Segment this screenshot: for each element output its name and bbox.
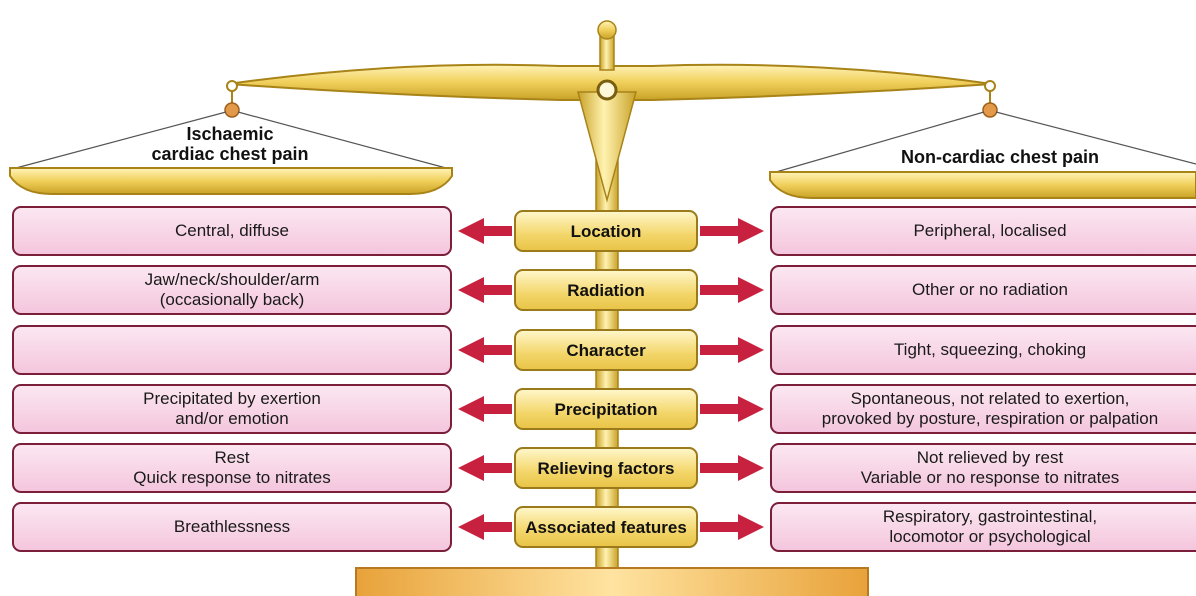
- category-label: Location: [514, 210, 698, 252]
- category-label: Relieving factors: [514, 447, 698, 489]
- ischaemic-feature-box: Jaw/neck/shoulder/arm (occasionally back…: [12, 265, 452, 315]
- right-arrow-icon: [700, 514, 764, 540]
- left-arrow-icon: [458, 277, 512, 303]
- left-heading: Ischaemic cardiac chest pain: [151, 124, 309, 164]
- ischaemic-feature-box: Central, diffuse: [12, 206, 452, 256]
- non-cardiac-feature-box: Tight, squeezing, choking: [770, 325, 1196, 375]
- ischaemic-feature-box: Precipitated by exertion and/or emotion: [12, 384, 452, 434]
- scale-base: [355, 567, 869, 596]
- non-cardiac-feature-box: Spontaneous, not related to exertion, pr…: [770, 384, 1196, 434]
- non-cardiac-feature-text: Not relieved by rest Variable or no resp…: [860, 448, 1120, 487]
- non-cardiac-feature-text: Spontaneous, not related to exertion, pr…: [821, 389, 1159, 428]
- non-cardiac-feature-box: Not relieved by rest Variable or no resp…: [770, 443, 1196, 493]
- ischaemic-feature-text: Central, diffuse: [174, 221, 290, 240]
- non-cardiac-feature-text: Peripheral, localised: [913, 221, 1067, 240]
- right-arrow-icon: [700, 218, 764, 244]
- left-arrow-icon: [458, 455, 512, 481]
- right-pan: [769, 171, 1196, 199]
- category-label: Precipitation: [514, 388, 698, 430]
- ischaemic-feature-text: Breathlessness: [173, 517, 291, 536]
- left-pan: [9, 167, 453, 195]
- right-arrow-icon: [700, 277, 764, 303]
- left-arrow-icon: [458, 218, 512, 244]
- ischaemic-feature-box: Rest Quick response to nitrates: [12, 443, 452, 493]
- category-label: Character: [514, 329, 698, 371]
- ischaemic-feature-text: Rest Quick response to nitrates: [133, 448, 331, 487]
- category-label: Associated features: [514, 506, 698, 548]
- category-label: Radiation: [514, 269, 698, 311]
- right-arrow-icon: [700, 455, 764, 481]
- ischaemic-feature-box: [12, 325, 452, 375]
- scale-pointer: [577, 91, 637, 203]
- non-cardiac-feature-text: Other or no radiation: [912, 280, 1068, 299]
- right-heading: Non-cardiac chest pain: [900, 147, 1100, 167]
- left-arrow-icon: [458, 396, 512, 422]
- ischaemic-feature-text: Jaw/neck/shoulder/arm (occasionally back…: [144, 270, 320, 309]
- arrows-group: [458, 218, 764, 540]
- non-cardiac-feature-box: Peripheral, localised: [770, 206, 1196, 256]
- right-arrow-icon: [700, 396, 764, 422]
- left-arrow-icon: [458, 514, 512, 540]
- left-arrow-icon: [458, 337, 512, 363]
- non-cardiac-feature-box: Other or no radiation: [770, 265, 1196, 315]
- ischaemic-feature-box: Breathlessness: [12, 502, 452, 552]
- non-cardiac-feature-text: Respiratory, gastrointestinal, locomotor…: [882, 507, 1098, 546]
- scale-pivot: [596, 79, 618, 101]
- right-arrow-icon: [700, 337, 764, 363]
- ischaemic-feature-text: Precipitated by exertion and/or emotion: [143, 389, 321, 428]
- non-cardiac-feature-text: Tight, squeezing, choking: [893, 340, 1087, 359]
- scale-finial: [597, 20, 617, 40]
- non-cardiac-feature-box: Respiratory, gastrointestinal, locomotor…: [770, 502, 1196, 552]
